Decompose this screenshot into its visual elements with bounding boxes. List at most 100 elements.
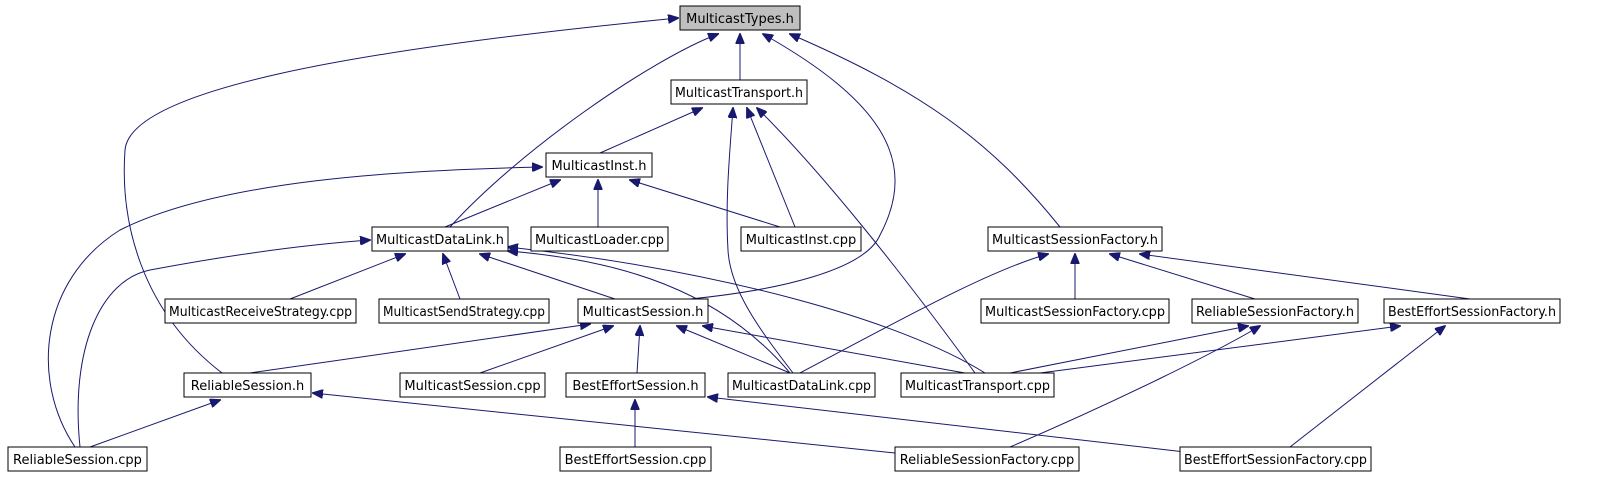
node-box[interactable] — [1191, 298, 1359, 324]
node-label: BestEffortSessionFactory.cpp — [1184, 453, 1367, 468]
node-minst[interactable]: MulticastInst.h — [545, 152, 653, 178]
node-minstc[interactable]: MulticastInst.cpp — [740, 226, 862, 252]
edge-msf-to-mtypes — [790, 34, 1061, 228]
node-mloader[interactable]: MulticastLoader.cpp — [530, 226, 669, 252]
node-bes[interactable]: BestEffortSession.h — [565, 372, 706, 398]
edge-mrs-to-mdlink — [289, 254, 405, 300]
node-rsfc[interactable]: ReliableSessionFactory.cpp — [894, 446, 1080, 472]
edge-rsc-to-mdlink — [77, 240, 370, 448]
node-msess[interactable]: MulticastSession.h — [577, 298, 709, 324]
node-besf[interactable]: BestEffortSessionFactory.h — [1383, 298, 1561, 324]
node-label: MulticastTransport.cpp — [905, 379, 1050, 394]
edge-mdlinkc-to-msf — [799, 254, 1048, 374]
node-label: MulticastReceiveStrategy.cpp — [169, 305, 352, 320]
node-label: MulticastTypes.h — [686, 12, 794, 27]
edge-mss-to-mdlink — [443, 254, 461, 300]
node-label: BestEffortSession.cpp — [565, 453, 707, 468]
edge-mtransc-to-mdlink — [508, 247, 986, 374]
node-rsf[interactable]: ReliableSessionFactory.h — [1191, 298, 1359, 324]
node-box[interactable] — [399, 372, 546, 398]
edge-rsc-to-minst — [47, 167, 542, 448]
node-box[interactable] — [980, 298, 1170, 324]
node-label: MulticastSession.h — [583, 305, 704, 320]
node-box[interactable] — [740, 226, 862, 252]
node-mrs[interactable]: MulticastReceiveStrategy.cpp — [164, 298, 357, 324]
node-mdlink[interactable]: MulticastDataLink.h — [371, 226, 509, 252]
node-box[interactable] — [900, 372, 1055, 398]
edge-mdlink-to-mtypes — [449, 34, 718, 228]
edge-msess-to-mtypes — [689, 34, 896, 300]
node-box[interactable] — [727, 372, 876, 398]
file-nodes: MulticastTypes.hMulticastTransport.hMult… — [7, 5, 1561, 472]
edge-minstc-to-minst — [630, 180, 781, 228]
edge-mdlinkc-to-mdlink — [508, 251, 791, 374]
node-label: MulticastLoader.cpp — [535, 233, 664, 248]
edge-msess-to-mdlink — [480, 254, 616, 300]
edge-msessc-to-msess — [479, 326, 613, 374]
node-label: ReliableSessionFactory.cpp — [900, 453, 1075, 468]
node-mtypes[interactable]: MulticastTypes.h — [679, 5, 801, 31]
edge-mtransc-to-msess — [703, 326, 966, 374]
node-label: ReliableSession.cpp — [13, 453, 142, 468]
node-box[interactable] — [1383, 298, 1561, 324]
node-box[interactable] — [577, 298, 709, 324]
node-msfc[interactable]: MulticastSessionFactory.cpp — [980, 298, 1170, 324]
node-box[interactable] — [559, 446, 712, 472]
dependency-edges — [47, 18, 1471, 454]
node-box[interactable] — [7, 446, 148, 472]
node-label: MulticastTransport.h — [675, 86, 803, 101]
edge-rs-to-msess — [249, 324, 590, 374]
node-mss[interactable]: MulticastSendStrategy.cpp — [378, 298, 550, 324]
edge-besfc-to-besf — [1289, 326, 1445, 448]
node-rsc[interactable]: ReliableSession.cpp — [7, 446, 148, 472]
edge-rs-to-mtypes — [123, 18, 678, 374]
node-rs[interactable]: ReliableSession.h — [183, 372, 312, 398]
node-box[interactable] — [545, 152, 653, 178]
edge-mtransc-to-rsf — [1009, 326, 1248, 374]
node-label: MulticastSendStrategy.cpp — [383, 305, 545, 320]
edge-besfc-to-bes — [708, 397, 1186, 453]
node-box[interactable] — [670, 79, 808, 105]
edge-minstc-to-mtrans — [747, 108, 796, 228]
node-box[interactable] — [371, 226, 509, 252]
node-box[interactable] — [1179, 446, 1372, 472]
node-label: MulticastDataLink.cpp — [732, 379, 871, 394]
node-box[interactable] — [378, 298, 550, 324]
node-box[interactable] — [987, 226, 1163, 252]
edge-mdlinkc-to-msess — [677, 326, 791, 374]
node-box[interactable] — [183, 372, 312, 398]
node-label: ReliableSessionFactory.h — [1196, 305, 1354, 320]
edge-rsc-to-rs — [89, 400, 220, 448]
node-mtransc[interactable]: MulticastTransport.cpp — [900, 372, 1055, 398]
edge-mtransc-to-besf — [1039, 326, 1400, 374]
node-box[interactable] — [565, 372, 706, 398]
node-label: MulticastSessionFactory.cpp — [985, 305, 1165, 320]
node-mdlinkc[interactable]: MulticastDataLink.cpp — [727, 372, 876, 398]
edge-rsf-to-msf — [1110, 254, 1256, 300]
node-label: ReliableSession.h — [191, 379, 304, 394]
node-msf[interactable]: MulticastSessionFactory.h — [987, 226, 1163, 252]
node-label: MulticastInst.cpp — [746, 233, 857, 248]
node-label: MulticastDataLink.h — [376, 233, 504, 248]
node-label: MulticastSession.cpp — [404, 379, 540, 394]
node-msessc[interactable]: MulticastSession.cpp — [399, 372, 546, 398]
node-label: BestEffortSession.h — [572, 379, 698, 394]
node-label: MulticastInst.h — [551, 159, 646, 174]
edge-besf-to-msf — [1140, 254, 1471, 300]
node-mtrans[interactable]: MulticastTransport.h — [670, 79, 808, 105]
node-besc[interactable]: BestEffortSession.cpp — [559, 446, 712, 472]
edge-mtransc-to-mtrans — [757, 108, 976, 374]
node-box[interactable] — [164, 298, 357, 324]
node-box[interactable] — [530, 226, 669, 252]
edge-bes-to-msess — [637, 326, 640, 374]
node-besfc[interactable]: BestEffortSessionFactory.cpp — [1179, 446, 1372, 472]
edge-rsfc-to-rsf — [1009, 326, 1260, 448]
edge-mdlink-to-minst — [444, 180, 560, 228]
node-label: MulticastSessionFactory.h — [992, 233, 1158, 248]
node-label: BestEffortSessionFactory.h — [1388, 305, 1556, 320]
edge-mdlinkc-to-mtrans — [726, 108, 794, 374]
node-box[interactable] — [894, 446, 1080, 472]
node-box[interactable] — [679, 5, 801, 31]
edge-rsfc-to-rs — [313, 393, 896, 454]
